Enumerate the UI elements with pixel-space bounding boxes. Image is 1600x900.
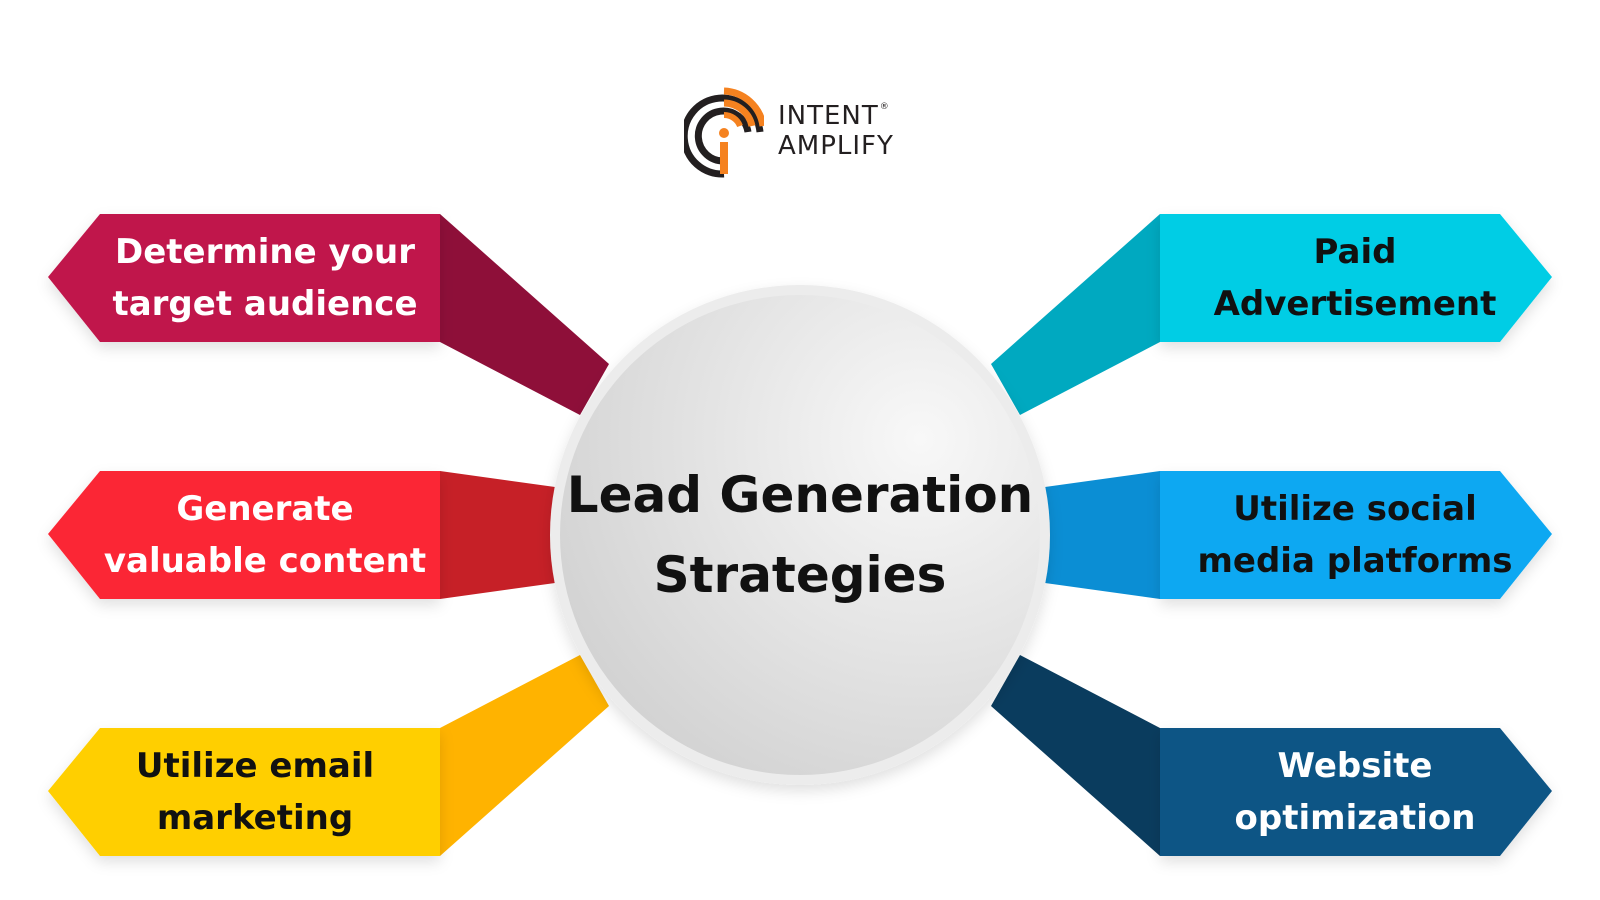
arrow-right-bottom	[1160, 728, 1552, 856]
arrow-left-bottom	[48, 728, 440, 856]
center-title: Lead Generation Strategies	[566, 466, 1034, 604]
center-circle	[550, 285, 1050, 785]
strategy-label-left-middle: Generate valuable content	[103, 489, 427, 581]
connector-left-top	[440, 214, 609, 415]
strategy-label-left-bottom: Utilize email marketing	[135, 746, 375, 838]
arrows	[48, 214, 1552, 856]
connector-right-middle	[1045, 471, 1160, 599]
strategy-label-right-top: Paid Advertisement	[1213, 232, 1497, 324]
logo-line-intent: INTENT®	[778, 101, 890, 132]
registered-mark: ®	[879, 102, 890, 113]
arrow-left-top	[48, 214, 440, 342]
arrow-right-middle	[1160, 471, 1552, 599]
logo-wordmark: INTENT® AMPLIFY	[778, 101, 894, 162]
signal-target-icon	[684, 87, 764, 178]
connector-left-bottom	[440, 655, 609, 856]
strategy-label-left-top: Determine your target audience	[112, 232, 418, 324]
connector-left-middle	[440, 471, 555, 599]
connector-right-top	[991, 214, 1160, 415]
strategy-label-right-bottom: Website optimization	[1234, 746, 1476, 838]
connectors	[440, 214, 1160, 856]
strategy-label-right-middle: Utilize social media platforms	[1197, 489, 1513, 581]
arrow-right-top	[1160, 214, 1552, 342]
brand-logo: INTENT® AMPLIFY	[684, 86, 894, 178]
arrow-left-middle	[48, 471, 440, 599]
logo-line-amplify: AMPLIFY	[778, 131, 894, 161]
connector-right-bottom	[991, 655, 1160, 856]
